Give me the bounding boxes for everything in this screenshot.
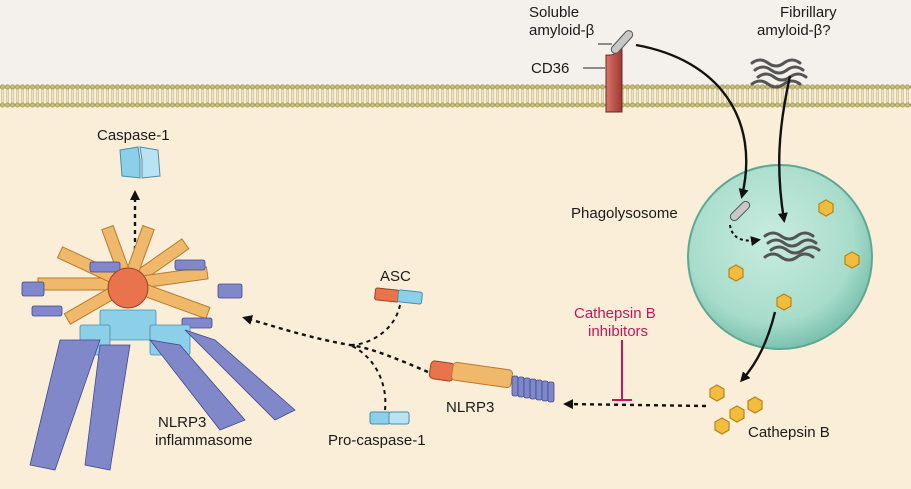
fibrillary-amyloid-icon <box>750 58 808 89</box>
label-cd36: CD36 <box>531 60 569 77</box>
internal-dotted-arrow <box>729 224 761 247</box>
internalized-amyloid-icon <box>729 200 751 222</box>
soluble-uptake-arrow <box>635 43 749 199</box>
plasma-membrane <box>0 84 911 108</box>
extracellular-space <box>0 0 911 84</box>
procaspase-joining-arrow <box>349 344 387 411</box>
asc-protein <box>374 287 423 305</box>
label-fibrillary-2: amyloid-β? <box>757 22 831 39</box>
nlrp3-inflammasome <box>21 224 296 471</box>
label-inhibitors-1: Cathepsin B <box>574 305 656 322</box>
label-nlrp3-inflammasome-2: inflammasome <box>155 432 253 449</box>
label-nlrp3: NLRP3 <box>446 399 494 416</box>
label-inhibitors-2: inhibitors <box>588 323 648 340</box>
label-pro-caspase-1: Pro-caspase-1 <box>328 432 426 449</box>
label-soluble-2: amyloid-β <box>529 22 595 39</box>
label-fibrillary-1: Fibrillary <box>780 4 837 21</box>
internalized-fibril-icon <box>763 231 821 262</box>
label-nlrp3-inflammasome-1: NLRP3 <box>158 414 206 431</box>
label-cathepsin-b: Cathepsin B <box>748 424 830 441</box>
assembly-arrow <box>242 315 429 374</box>
label-soluble-1: Soluble <box>529 4 579 21</box>
caspase-1-protein <box>119 146 161 179</box>
label-phagolysosome: Phagolysosome <box>571 205 678 222</box>
label-asc: ASC <box>380 268 411 285</box>
nlrp3-protein <box>428 360 555 403</box>
fibril-uptake-arrow <box>777 75 792 223</box>
soluble-amyloid-icon <box>610 30 634 54</box>
cathepsin-b-molecules <box>709 199 860 435</box>
asc-joining-arrow <box>349 304 401 346</box>
pro-caspase-1-protein <box>369 411 410 425</box>
label-caspase-1: Caspase-1 <box>97 127 170 144</box>
inhibitor-bar <box>612 340 632 401</box>
cathepsin-release-arrow <box>740 311 777 383</box>
cd36-receptor <box>583 46 623 113</box>
